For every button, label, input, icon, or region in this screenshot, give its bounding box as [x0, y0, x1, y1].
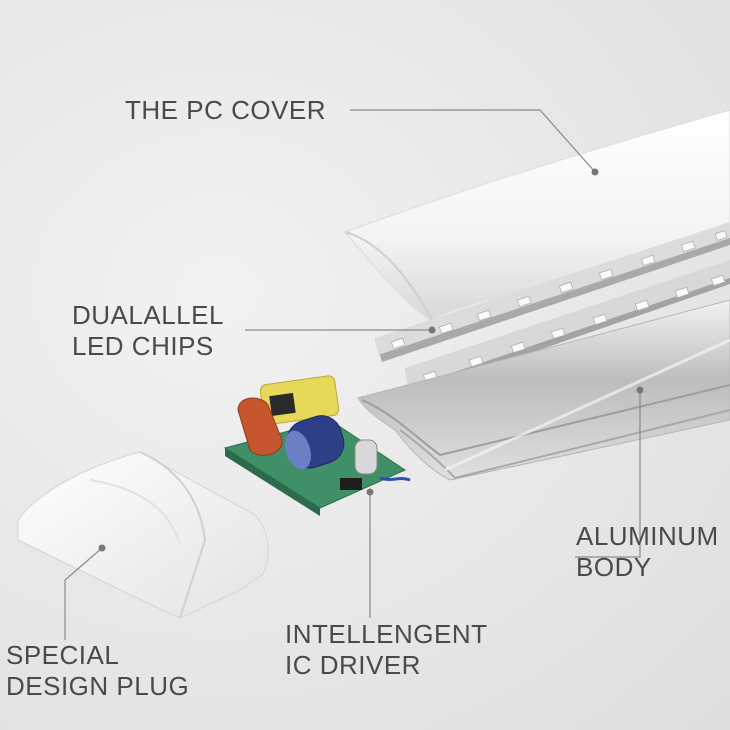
- leader-lines: [64, 109, 641, 640]
- leader-dots: [98, 168, 644, 552]
- led-strip-lower: [405, 260, 730, 394]
- leader-design-plug: [64, 547, 103, 640]
- design-plug: [17, 451, 269, 619]
- aluminum-body: [357, 299, 730, 481]
- label-led-chips-line1: DUALALLEL: [72, 300, 224, 330]
- led-strip-upper: [375, 222, 730, 362]
- label-led-chips-line2: LED CHIPS: [72, 331, 214, 361]
- label-aluminum-body: ALUMINUM BODY: [576, 521, 719, 583]
- label-aluminum-line1: ALUMINUM: [576, 521, 719, 551]
- label-design-plug-line1: SPECIAL: [6, 640, 120, 670]
- label-ic-driver-line1: INTELLENGENT: [285, 619, 488, 649]
- label-design-plug: SPECIAL DESIGN PLUG: [6, 640, 189, 702]
- label-aluminum-line2: BODY: [576, 552, 652, 582]
- leader-aluminum-body: [575, 390, 641, 558]
- label-ic-driver: INTELLENGENT IC DRIVER: [285, 619, 488, 681]
- label-pc-cover-text: THE PC COVER: [125, 95, 327, 125]
- label-design-plug-line2: DESIGN PLUG: [6, 671, 190, 701]
- label-ic-driver-line2: IC DRIVER: [285, 650, 421, 680]
- label-led-chips: DUALALLEL LED CHIPS: [72, 300, 224, 362]
- label-pc-cover: THE PC COVER: [125, 95, 326, 126]
- ic-driver: [223, 375, 411, 516]
- leader-pc-cover: [350, 109, 596, 173]
